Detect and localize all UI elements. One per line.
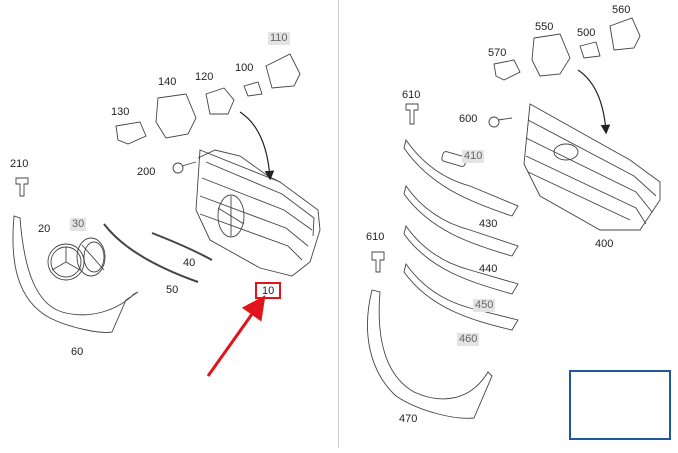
part-label-600[interactable]: 600 [459, 113, 478, 125]
part-label-210[interactable]: 210 [10, 158, 29, 170]
part-label-140[interactable]: 140 [158, 76, 177, 88]
part-550-sensor [531, 33, 571, 77]
part-440-strip [403, 184, 519, 257]
part-label-430[interactable]: 430 [479, 218, 498, 230]
part-label-550[interactable]: 550 [535, 21, 554, 33]
part-label-460[interactable]: 460 [457, 333, 480, 346]
part-40-strip [151, 232, 213, 261]
part-130-bracket [115, 121, 147, 145]
part-label-100[interactable]: 100 [235, 62, 254, 74]
part-label-570[interactable]: 570 [488, 47, 507, 59]
part-label-610a[interactable]: 610 [402, 89, 421, 101]
panel-divider [338, 0, 339, 448]
part-label-200[interactable]: 200 [137, 166, 156, 178]
part-400-grille [523, 103, 661, 231]
part-210-clip [15, 177, 29, 197]
part-500-plug [579, 41, 601, 59]
part-200-screw [172, 161, 197, 174]
part-label-10[interactable]: 10 [262, 285, 275, 297]
part-600-screw [488, 116, 513, 128]
part-label-560[interactable]: 560 [612, 4, 631, 16]
part-label-130[interactable]: 130 [111, 106, 130, 118]
part-label-30[interactable]: 30 [70, 218, 87, 231]
part-430-strip [403, 138, 519, 217]
part-110-housing [265, 53, 301, 89]
highlight-arrow [206, 295, 266, 377]
part-label-40[interactable]: 40 [183, 257, 196, 269]
part-610b-clip [371, 251, 385, 273]
part-100-plug [243, 81, 263, 97]
part-450-strip [403, 224, 519, 295]
part-label-400[interactable]: 400 [595, 238, 614, 250]
part-label-20[interactable]: 20 [38, 223, 51, 235]
part-570-bracket [493, 59, 521, 81]
highlight-box [255, 282, 281, 299]
part-label-450[interactable]: 450 [473, 299, 496, 312]
part-610a-clip [405, 103, 419, 125]
part-label-120[interactable]: 120 [195, 71, 214, 83]
part-label-60[interactable]: 60 [71, 346, 84, 358]
part-label-610b[interactable]: 610 [366, 231, 385, 243]
part-label-470[interactable]: 470 [399, 413, 418, 425]
part-50-strip [103, 223, 199, 283]
part-label-410[interactable]: 410 [462, 150, 485, 163]
part-label-110[interactable]: 110 [268, 32, 290, 45]
part-20-star [47, 243, 85, 281]
part-120-cover [205, 87, 235, 115]
part-60-panel [12, 215, 139, 333]
part-470-panel [367, 289, 493, 419]
part-label-440[interactable]: 440 [479, 263, 498, 275]
part-30-emblem [76, 237, 106, 277]
part-560-housing [609, 17, 641, 51]
part-label-50[interactable]: 50 [166, 284, 179, 296]
part-10-grille [195, 149, 321, 277]
overview-thumbnail[interactable] [569, 370, 671, 440]
part-460-strip [403, 262, 519, 331]
part-140-sensor [155, 93, 197, 139]
part-label-500[interactable]: 500 [577, 27, 596, 39]
